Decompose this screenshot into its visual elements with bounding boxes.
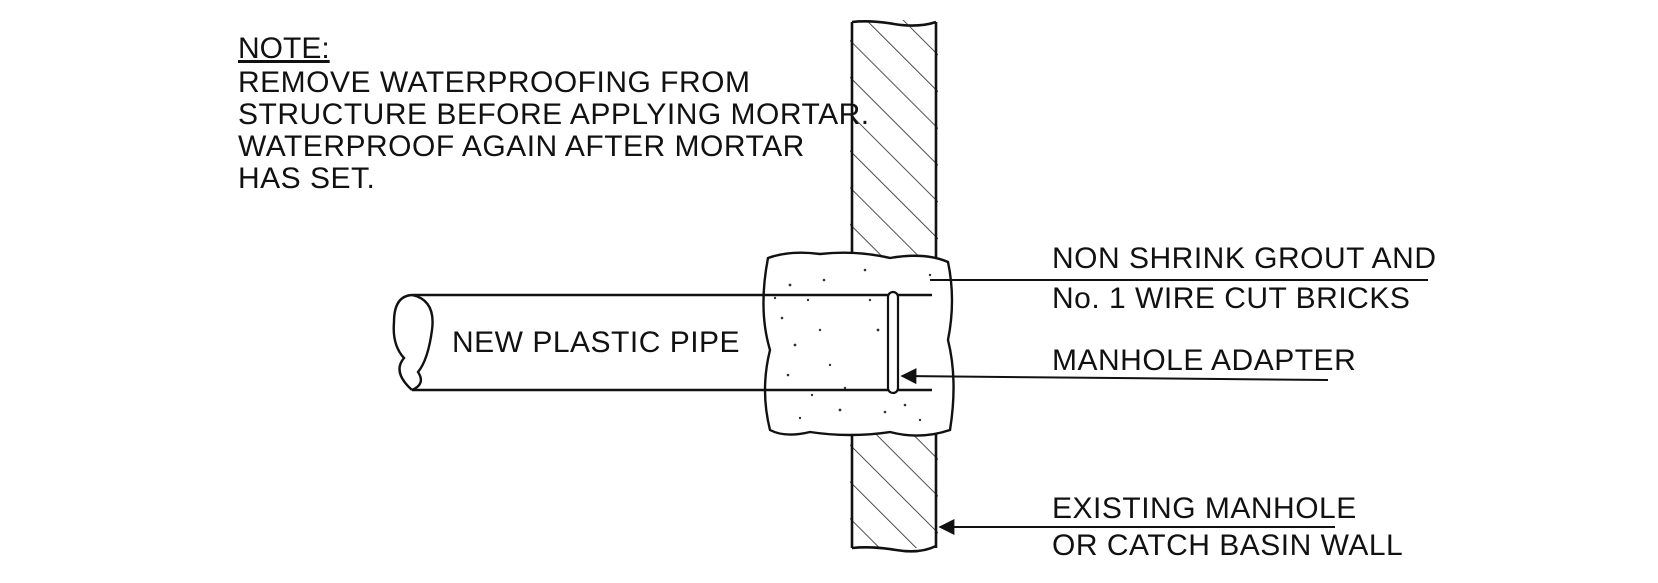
grout-region xyxy=(762,251,955,437)
note-line-1: REMOVE WATERPROOFING FROM xyxy=(238,66,751,99)
note-line-2: STRUCTURE BEFORE APPLYING MORTAR. xyxy=(238,98,870,131)
grout-outline xyxy=(762,251,955,437)
adapter-leader xyxy=(900,368,1329,385)
adapter-label: MANHOLE ADAPTER xyxy=(1052,344,1356,377)
grout-label-line-1: NON SHRINK GROUT AND xyxy=(1052,242,1437,275)
wall-label-line-1: EXISTING MANHOLE xyxy=(1052,492,1357,525)
note-heading: NOTE: xyxy=(238,32,330,65)
adapter-ring xyxy=(886,290,900,395)
grout-stipple xyxy=(773,268,932,422)
pipe-break-right xyxy=(411,293,434,392)
note-line-4: HAS SET. xyxy=(238,162,375,195)
callouts: NON SHRINK GROUT AND No. 1 WIRE CUT BRIC… xyxy=(900,242,1437,562)
wall-label-line-2: OR CATCH BASIN WALL xyxy=(1052,529,1403,562)
manhole-adapter xyxy=(886,290,900,395)
pipe-label: NEW PLASTIC PIPE xyxy=(452,326,740,359)
grout-label-line-2: No. 1 WIRE CUT BRICKS xyxy=(1052,282,1410,315)
pipe-break-left xyxy=(392,293,413,391)
note-line-3: WATERPROOF AGAIN AFTER MORTAR xyxy=(238,130,805,163)
note-block: NOTE: REMOVE WATERPROOFING FROM STRUCTUR… xyxy=(238,32,870,195)
plastic-pipe: NEW PLASTIC PIPE xyxy=(392,293,932,392)
